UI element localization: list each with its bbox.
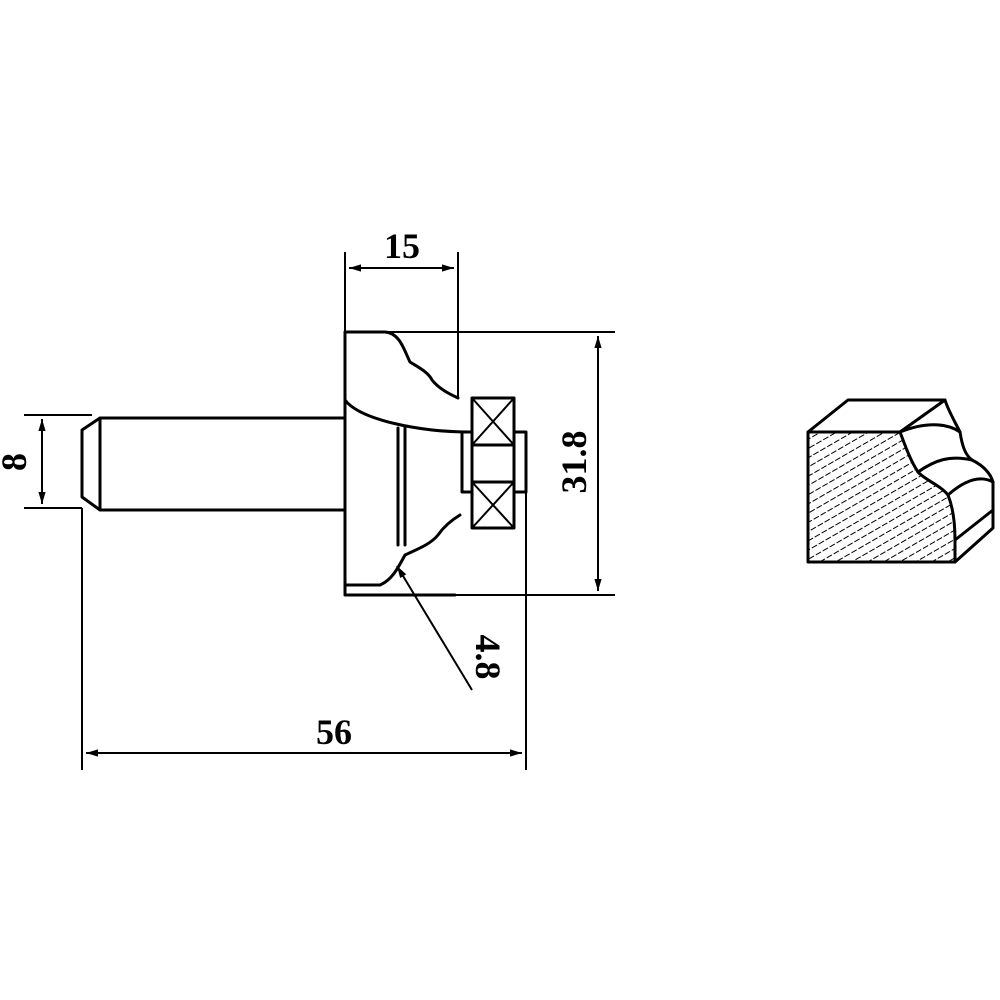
shank-diameter-label: 8 — [0, 453, 34, 471]
overall-length-label: 56 — [316, 712, 352, 752]
dimension-cutter-width: 15 — [344, 226, 459, 398]
cutting-diameter-label: 31.8 — [554, 431, 594, 494]
bearing — [460, 396, 528, 530]
dimension-cutting-diameter: 31.8 — [455, 331, 615, 596]
dimension-shank-diameter: 8 — [0, 414, 92, 509]
dimension-radius: 4.8 — [396, 565, 508, 691]
dimension-overall-length: 56 — [81, 492, 527, 770]
profile-block — [806, 398, 995, 564]
cutter-width-label: 15 — [384, 226, 420, 266]
cutter-body — [343, 330, 472, 597]
shank — [80, 416, 347, 512]
radius-label: 4.8 — [468, 635, 508, 680]
